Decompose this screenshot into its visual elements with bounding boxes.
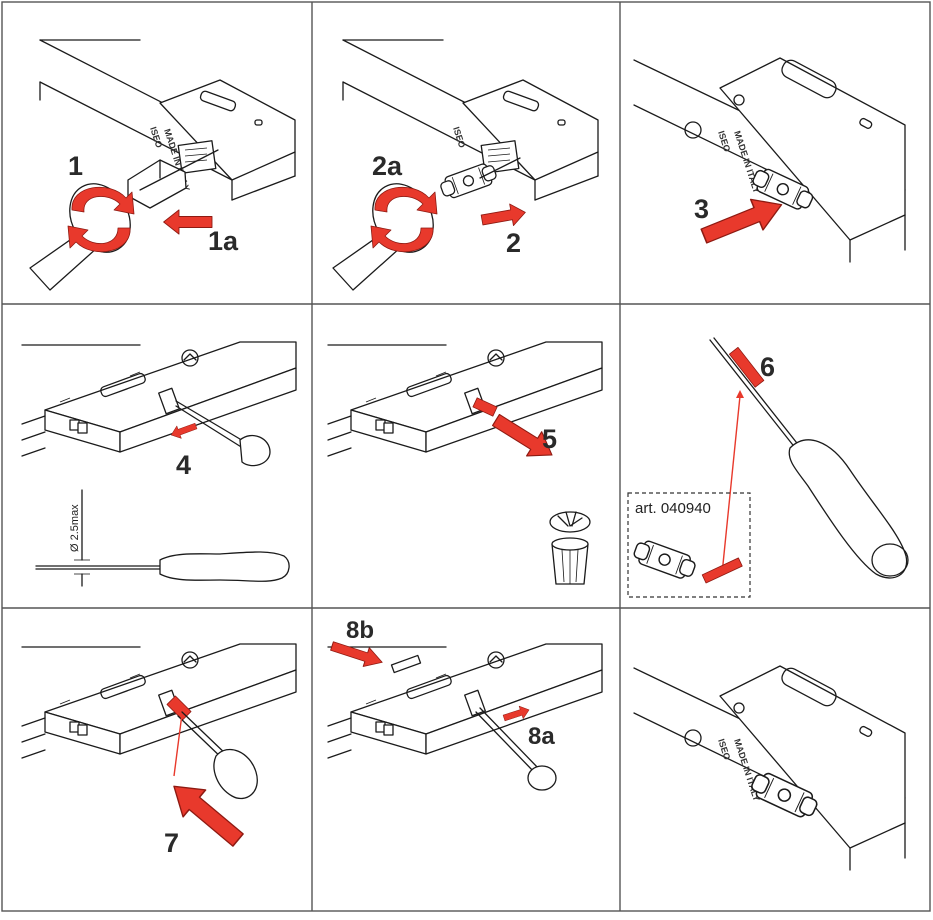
panel-step-3: ISEO MADE IN ITALY 3	[633, 56, 906, 263]
step-label-3: 3	[694, 194, 709, 224]
brand-mark: ISEO	[716, 130, 732, 154]
panel-step-9: ISEO MADE IN ITALY	[633, 664, 906, 871]
panel-step-2: ISEO 2a 2	[332, 39, 599, 291]
step-label-5: 5	[542, 424, 557, 454]
step-label-1: 1	[68, 151, 83, 181]
dimension-label: Ø 2.5max	[69, 504, 81, 552]
panel-step-8: 8b 8a	[327, 617, 603, 791]
step-label-6: 6	[760, 352, 775, 382]
spare-part-box: art. 040940	[627, 492, 751, 598]
screwdriver-handle	[239, 435, 271, 467]
step-label-7: 7	[164, 828, 179, 858]
brand-mark: ISEO	[148, 126, 164, 150]
red-pin	[701, 557, 743, 584]
cam-insert	[437, 160, 500, 202]
panel-step-6: 6 art. 040940	[627, 337, 909, 598]
panel-step-5: 5	[327, 341, 603, 585]
trash-bin-icon	[549, 511, 591, 585]
red-pin	[728, 346, 765, 388]
brand-mark: ISEO	[716, 738, 732, 762]
screwdriver-drawing: Ø 2.5max	[35, 489, 290, 587]
latch-part	[390, 654, 422, 674]
step-label-4: 4	[176, 450, 191, 480]
step-label-8a: 8a	[528, 723, 555, 750]
step-label-1a: 1a	[208, 226, 239, 256]
cam-insert	[630, 537, 699, 583]
pull-arrow-icon	[163, 209, 213, 235]
step-label-2: 2	[506, 228, 521, 258]
panel-step-4: 4 Ø 2.5max	[21, 341, 297, 587]
step-label-2a: 2a	[372, 151, 403, 181]
push-arrow-icon	[479, 201, 528, 232]
article-number: art. 040940	[635, 500, 711, 517]
panel-step-1: ISEO MADE IN ITALY 1 1a	[29, 39, 296, 291]
screwdriver-handle	[213, 748, 258, 800]
panel-step-7: 7	[21, 643, 297, 858]
screwdriver-handle	[527, 765, 557, 791]
step-label-8b: 8b	[346, 617, 374, 644]
red-pin	[472, 397, 498, 417]
brand-mark: ISEO	[451, 126, 467, 150]
screwdriver-with-pin	[709, 337, 909, 579]
